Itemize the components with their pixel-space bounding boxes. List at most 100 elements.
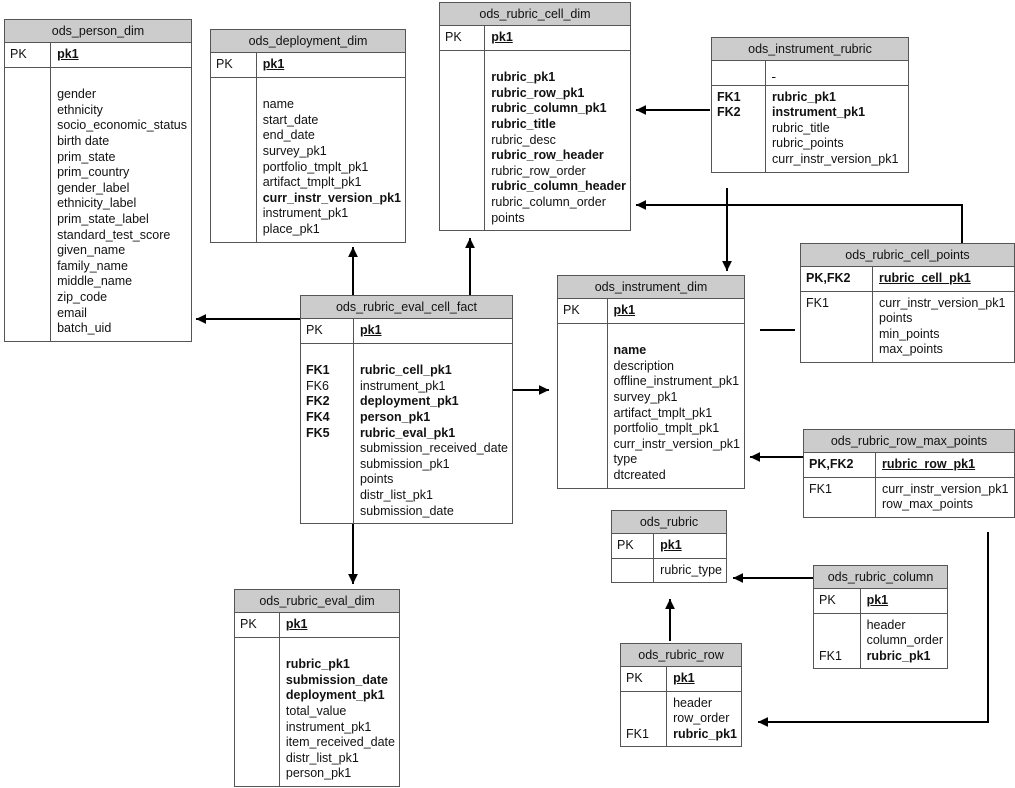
entity-ods-rubric-row[interactable]: ods_rubric_row PK pk1 FK1 header row_ord… [620, 643, 742, 748]
fk-label-column: FK1 [804, 477, 876, 517]
attribute: rubric_row_header [491, 148, 604, 163]
pk-label: PK [301, 319, 354, 344]
attribute: portfolio_tmplt_pk1 [613, 421, 720, 436]
pk-label: PK [612, 534, 655, 559]
attribute-list: header column_order rubric_pk1 [860, 613, 947, 668]
entity-ods-rubric-eval-cell-fact[interactable]: ods_rubric_eval_cell_fact PK pk1 FK1 FK6… [300, 295, 513, 525]
attribute: person_pk1 [359, 409, 431, 424]
attribute-list: rubric_pk1 instrument_pk1 rubric_title r… [766, 85, 909, 171]
attribute: survey_pk1 [613, 389, 678, 404]
attribute: socio_economic_status [57, 118, 187, 133]
fk-label: FK6 [306, 378, 329, 393]
attribute-list: rubric_type [654, 558, 726, 582]
link-rowmax-rubricrow [758, 532, 989, 727]
attribute: standard_test_score [57, 227, 171, 242]
attribute: name [262, 97, 295, 112]
attribute: ethnicity_label [57, 196, 137, 211]
attribute: prim_state_label [57, 211, 149, 226]
attribute: family_name [57, 258, 128, 273]
attribute: min_points [879, 326, 940, 341]
pk-label [712, 61, 766, 86]
attribute: curr_instr_version_pk1 [772, 151, 899, 166]
attribute: name [613, 343, 647, 358]
attribute: deployment_pk1 [285, 688, 385, 703]
entity-ods-rubric-cell-dim[interactable]: ods_rubric_cell_dim PK pk1 rubric_pk1 ru… [439, 2, 631, 232]
pk-label: PK [814, 589, 861, 614]
attribute: rubric_title [491, 116, 556, 131]
attribute: instrument_pk1 [262, 206, 349, 221]
pk-attribute: pk1 [613, 303, 636, 317]
pk-attribute: rubric_cell_pk1 [879, 271, 971, 285]
fk-label: FK1 [809, 481, 832, 496]
attribute: prim_country [57, 165, 130, 180]
fk-label-column [440, 50, 486, 231]
pk-label: PK,FK2 [801, 267, 873, 292]
entity-ods-instrument-rubric[interactable]: ods_instrument_rubric FK1 FK2 rubric_pk1… [711, 37, 909, 173]
fk-label-column: FK1 [814, 613, 861, 669]
fk-label: FK1 [717, 89, 741, 104]
attribute: curr_instr_version_pk1 [262, 190, 401, 205]
fk-label: FK2 [717, 105, 741, 120]
attribute: header [673, 695, 713, 710]
attribute: gender_label [57, 180, 130, 195]
entity-title: ods_deployment_dim [211, 30, 405, 53]
pk-attribute: pk1 [57, 47, 79, 61]
attribute: item_received_date [285, 735, 395, 750]
attribute: submission_pk1 [359, 456, 450, 471]
attribute-list: rubric_cell_pk1 instrument_pk1 deploymen… [353, 343, 512, 523]
attribute-list: name start_date end_date survey_pk1 port… [256, 77, 405, 241]
fk-label-column [558, 323, 608, 488]
attribute: rubric_cell_pk1 [359, 363, 452, 378]
entity-ods-person-dim[interactable]: ods_person_dim PK pk1 gender ethnicity s… [4, 19, 192, 342]
attribute: instrument_pk1 [772, 105, 866, 120]
attribute-list: curr_instr_version_pk1 points min_points… [873, 291, 1015, 362]
fk-label-column: FK1 FK2 [712, 85, 766, 172]
attribute: rubric_pk1 [772, 89, 836, 104]
entity-title: ods_rubric_row_max_points [804, 430, 1014, 453]
attribute: type [613, 452, 638, 467]
attribute: birth date [57, 133, 110, 148]
attribute: max_points [879, 342, 943, 357]
pk-attribute: pk1 [359, 323, 382, 337]
entity-title: ods_rubric_column [814, 566, 947, 589]
attribute: points [359, 472, 394, 487]
attribute: rubric_column_header [491, 179, 626, 194]
entity-ods-deployment-dim[interactable]: ods_deployment_dim PK pk1 name start_dat… [210, 29, 406, 243]
attribute: submission_date [359, 503, 454, 518]
entity-ods-rubric-eval-dim[interactable]: ods_rubric_eval_dim PK pk1 rubric_pk1 su… [234, 589, 400, 787]
entity-title: ods_instrument_rubric [712, 38, 908, 61]
fk-label: FK1 [626, 726, 649, 741]
fk-label-column [235, 637, 280, 786]
attribute: rubric_row_order [491, 163, 586, 178]
fk-label-column: FK1 FK6 FK2 FK4 FK5 [301, 343, 354, 524]
entity-title: ods_rubric_eval_cell_fact [301, 296, 512, 319]
pk-label: PK [211, 53, 257, 78]
attribute: rubric_desc [491, 132, 556, 147]
pk-label: PK,FK2 [804, 453, 876, 478]
pk-attribute: pk1 [660, 538, 682, 552]
fk-label-column [211, 77, 257, 242]
entity-title: ods_rubric [612, 511, 726, 534]
entity-ods-rubric-cell-points[interactable]: ods_rubric_cell_points PK,FK2 rubric_cel… [800, 243, 1015, 363]
attribute-list: header row_order rubric_pk1 [667, 691, 741, 746]
attribute: curr_instr_version_pk1 [882, 481, 1009, 496]
pk-label: PK [235, 613, 280, 638]
attribute: email [57, 305, 87, 320]
entity-ods-rubric-column[interactable]: ods_rubric_column PK pk1 FK1 header colu… [813, 565, 948, 670]
attribute: points [879, 311, 913, 326]
attribute: rubric_pk1 [673, 726, 737, 741]
entity-ods-instrument-dim[interactable]: ods_instrument_dim PK pk1 name descripti… [557, 275, 745, 489]
pk-attribute: pk1 [285, 617, 308, 631]
entity-ods-rubric[interactable]: ods_rubric PK pk1 rubric_type [611, 510, 727, 584]
entity-ods-rubric-row-max-points[interactable]: ods_rubric_row_max_points PK,FK2 rubric_… [803, 429, 1015, 518]
attribute: place_pk1 [262, 221, 320, 236]
attribute: curr_instr_version_pk1 [879, 295, 1006, 310]
fk-label: FK5 [306, 425, 330, 440]
attribute-list: curr_instr_version_pk1 row_max_points [876, 477, 1015, 517]
attribute: rubric_row_pk1 [491, 85, 585, 100]
entity-title: ods_rubric_cell_points [801, 244, 1014, 267]
attribute: distr_list_pk1 [285, 750, 359, 765]
attribute: start_date [262, 112, 319, 127]
attribute: header [866, 617, 906, 632]
